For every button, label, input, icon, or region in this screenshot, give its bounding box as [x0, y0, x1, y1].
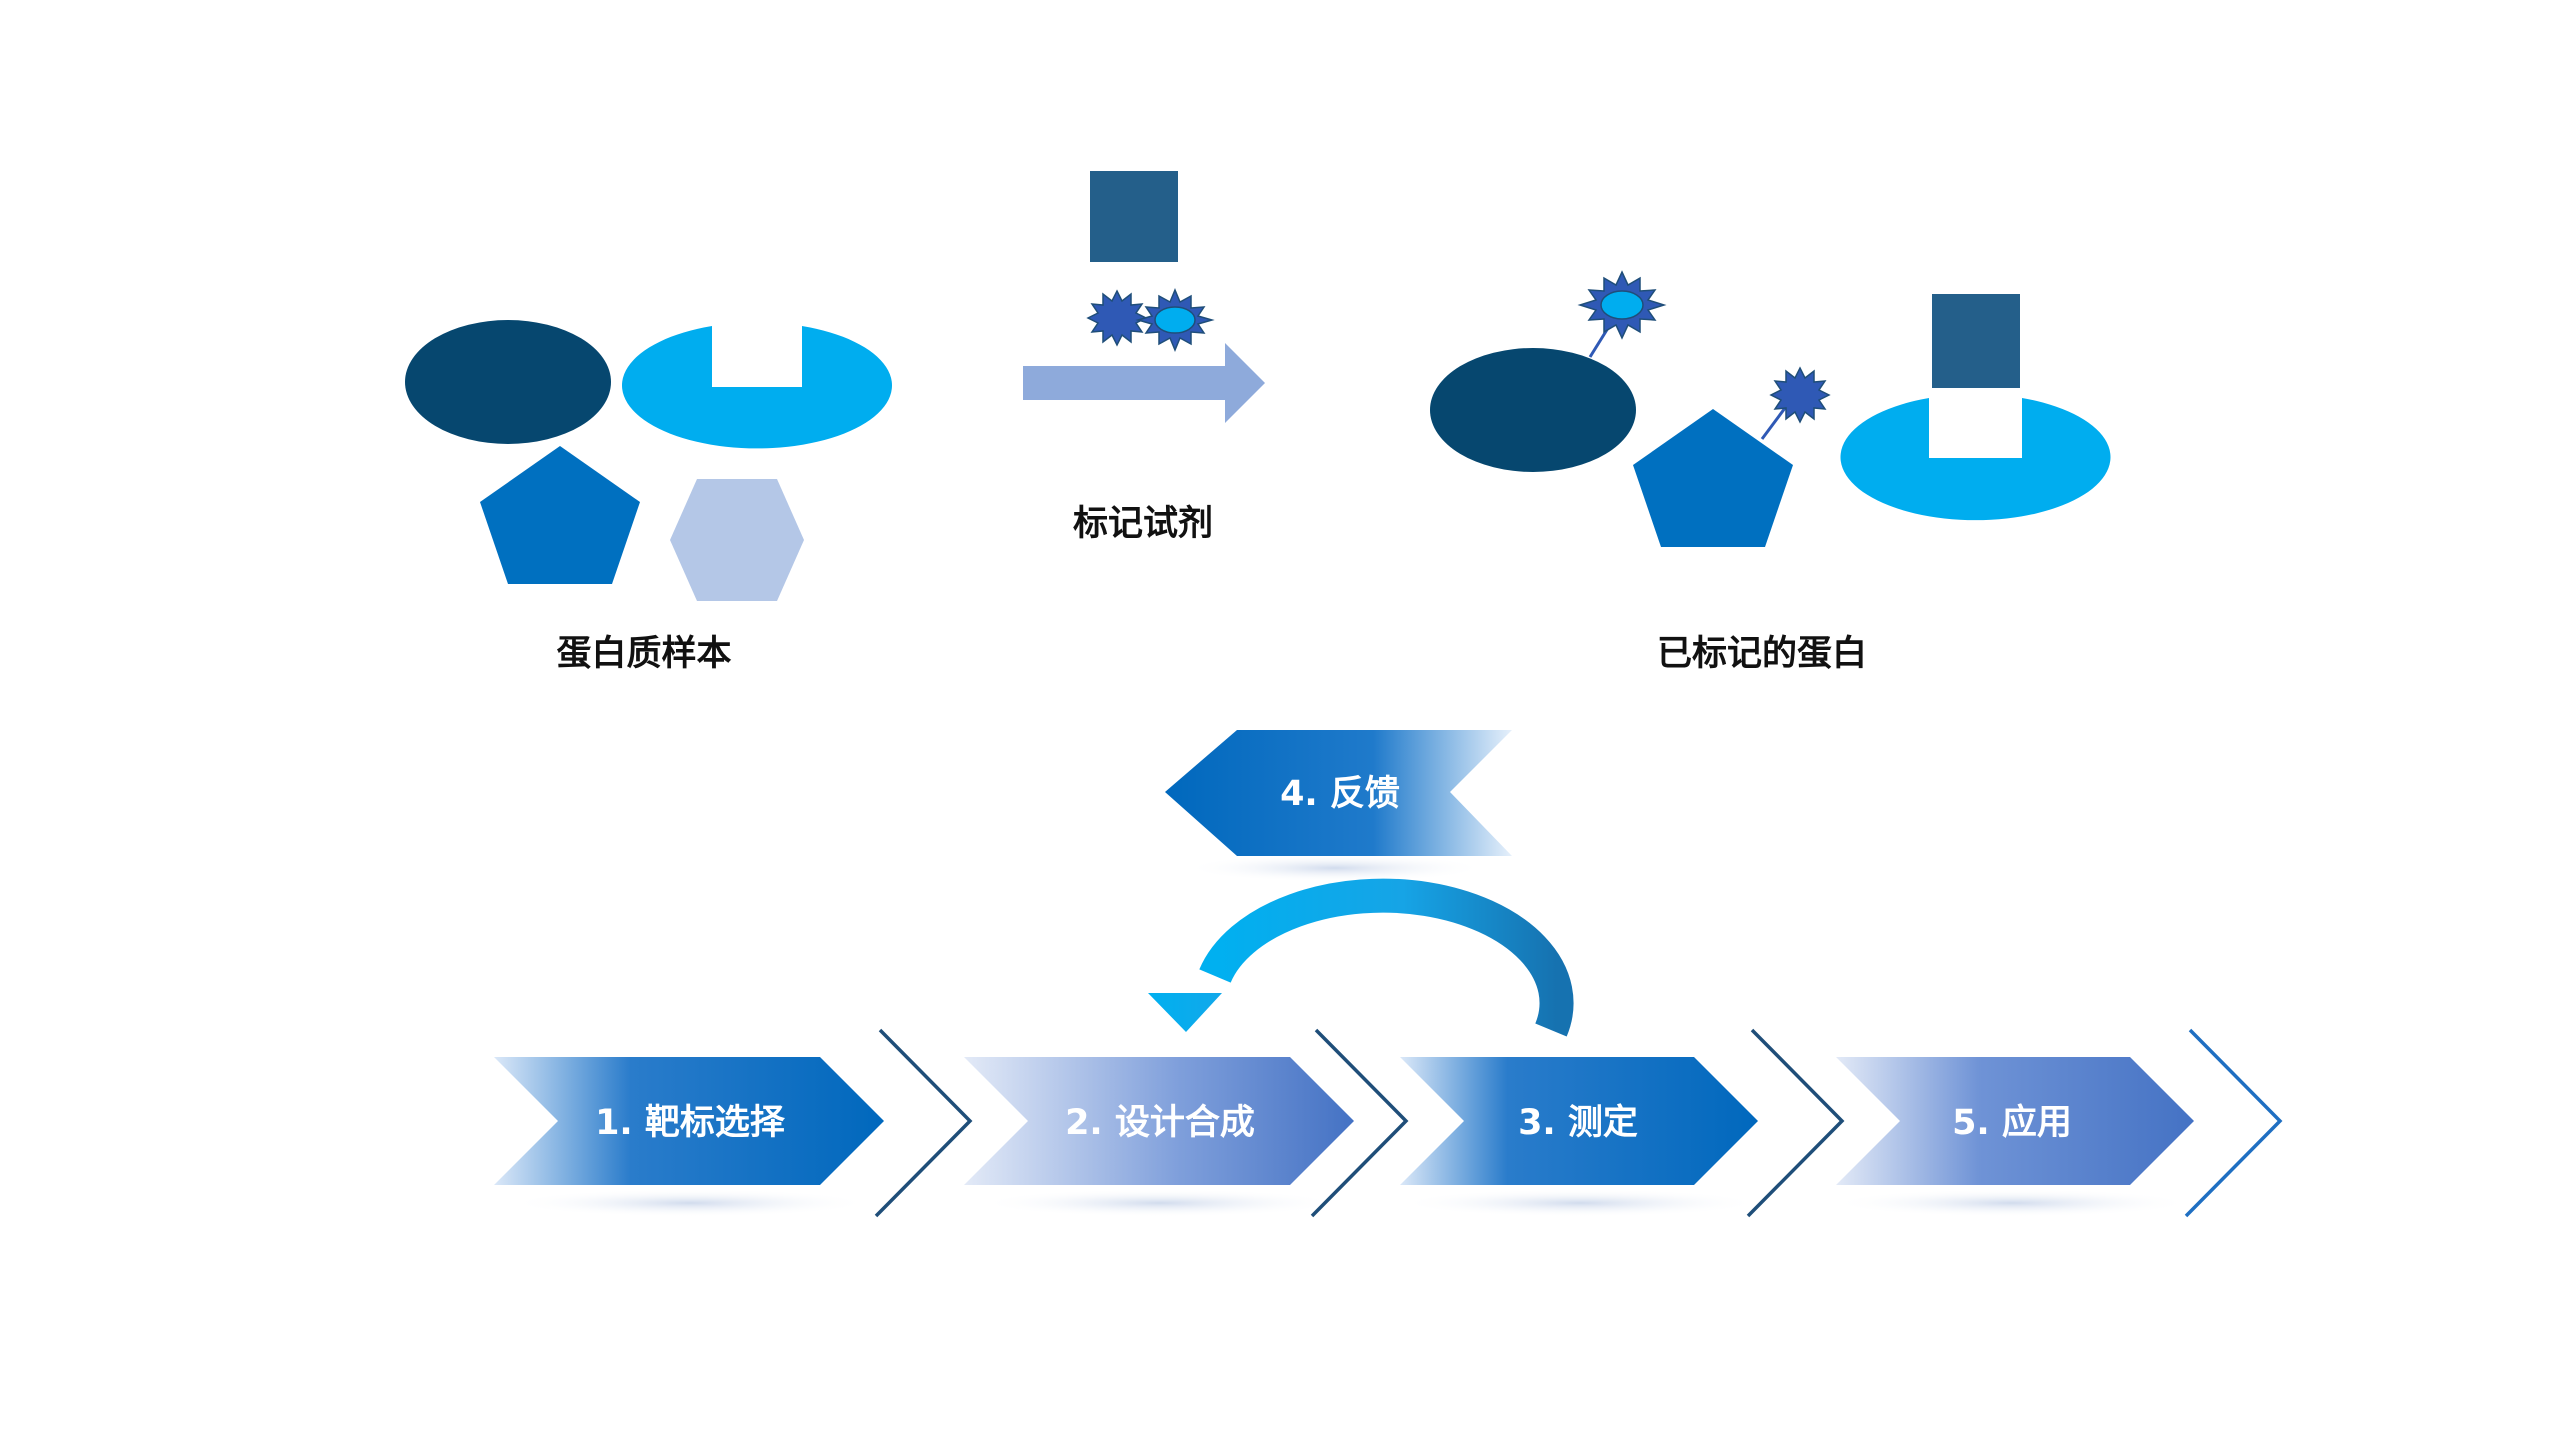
notched-ellipse-protein — [622, 326, 893, 449]
starburst-icon — [1577, 270, 1667, 340]
step-1-shadow — [510, 1189, 870, 1217]
feedback-chevron — [1165, 730, 1512, 856]
step-3-shadow — [1400, 1189, 1760, 1217]
feedback-step: 4. 反馈 — [1165, 730, 1512, 882]
labeling-reagent-group: 标记试剂 — [1023, 171, 1265, 544]
starburst-icon — [1769, 366, 1831, 424]
dark-ellipse-protein — [405, 320, 611, 444]
step-3-label: 3. 测定 — [1518, 1103, 1638, 1143]
protein-sample-caption: 蛋白质样本 — [556, 634, 731, 674]
step-4-label: 4. 反馈 — [1280, 774, 1400, 814]
labeled-protein-group: 已标记的蛋白 — [1430, 270, 2111, 674]
feedback-loop-arrow — [1148, 878, 1574, 1037]
hexagon-protein — [670, 479, 804, 601]
step-5-shadow — [1832, 1189, 2192, 1217]
loop-arc — [1199, 878, 1574, 1037]
reagent-square — [1090, 171, 1178, 262]
step-1-chevron — [494, 1057, 884, 1185]
step-3: 3. 测定 — [1400, 1028, 1845, 1218]
tag-linker — [1760, 407, 1787, 440]
starburst-icon — [1086, 289, 1148, 347]
notched-ellipse-labeled — [1840, 398, 2111, 521]
bound-square — [1932, 294, 2020, 388]
forward-arrow — [1023, 343, 1265, 423]
labeled-protein-caption: 已标记的蛋白 — [1657, 634, 1867, 674]
step-5-chevron — [1836, 1057, 2194, 1185]
process-row: 1. 靶标选择 2. 设计合成 3. 测定 5. 应用 — [494, 1028, 2283, 1218]
step-5-label: 5. 应用 — [1952, 1102, 2072, 1143]
step-5-separator-chevron — [2184, 1028, 2283, 1218]
step-1-separator-chevron — [874, 1028, 973, 1218]
protein-sample-group: 蛋白质样本 — [405, 320, 893, 674]
step-5: 5. 应用 — [1832, 1028, 2283, 1218]
dark-ellipse-labeled — [1430, 348, 1636, 472]
starburst-icon — [1135, 288, 1215, 352]
step-2-chevron — [964, 1057, 1354, 1185]
step-2: 2. 设计合成 — [964, 1028, 1409, 1218]
step-3-chevron — [1400, 1057, 1758, 1185]
step-3-separator-chevron — [1746, 1028, 1845, 1218]
pentagon-labeled — [1633, 409, 1793, 547]
step-2-label: 2. 设计合成 — [1065, 1103, 1255, 1143]
feedback-shadow — [1185, 854, 1485, 882]
step-2-shadow — [980, 1189, 1340, 1217]
pentagon-protein — [480, 446, 640, 584]
step-1: 1. 靶标选择 — [494, 1028, 973, 1218]
loop-arrowhead — [1148, 993, 1222, 1032]
step-1-label: 1. 靶标选择 — [595, 1103, 786, 1143]
step-2-separator-chevron — [1310, 1028, 1409, 1218]
labeling-reagent-caption: 标记试剂 — [1073, 504, 1213, 544]
